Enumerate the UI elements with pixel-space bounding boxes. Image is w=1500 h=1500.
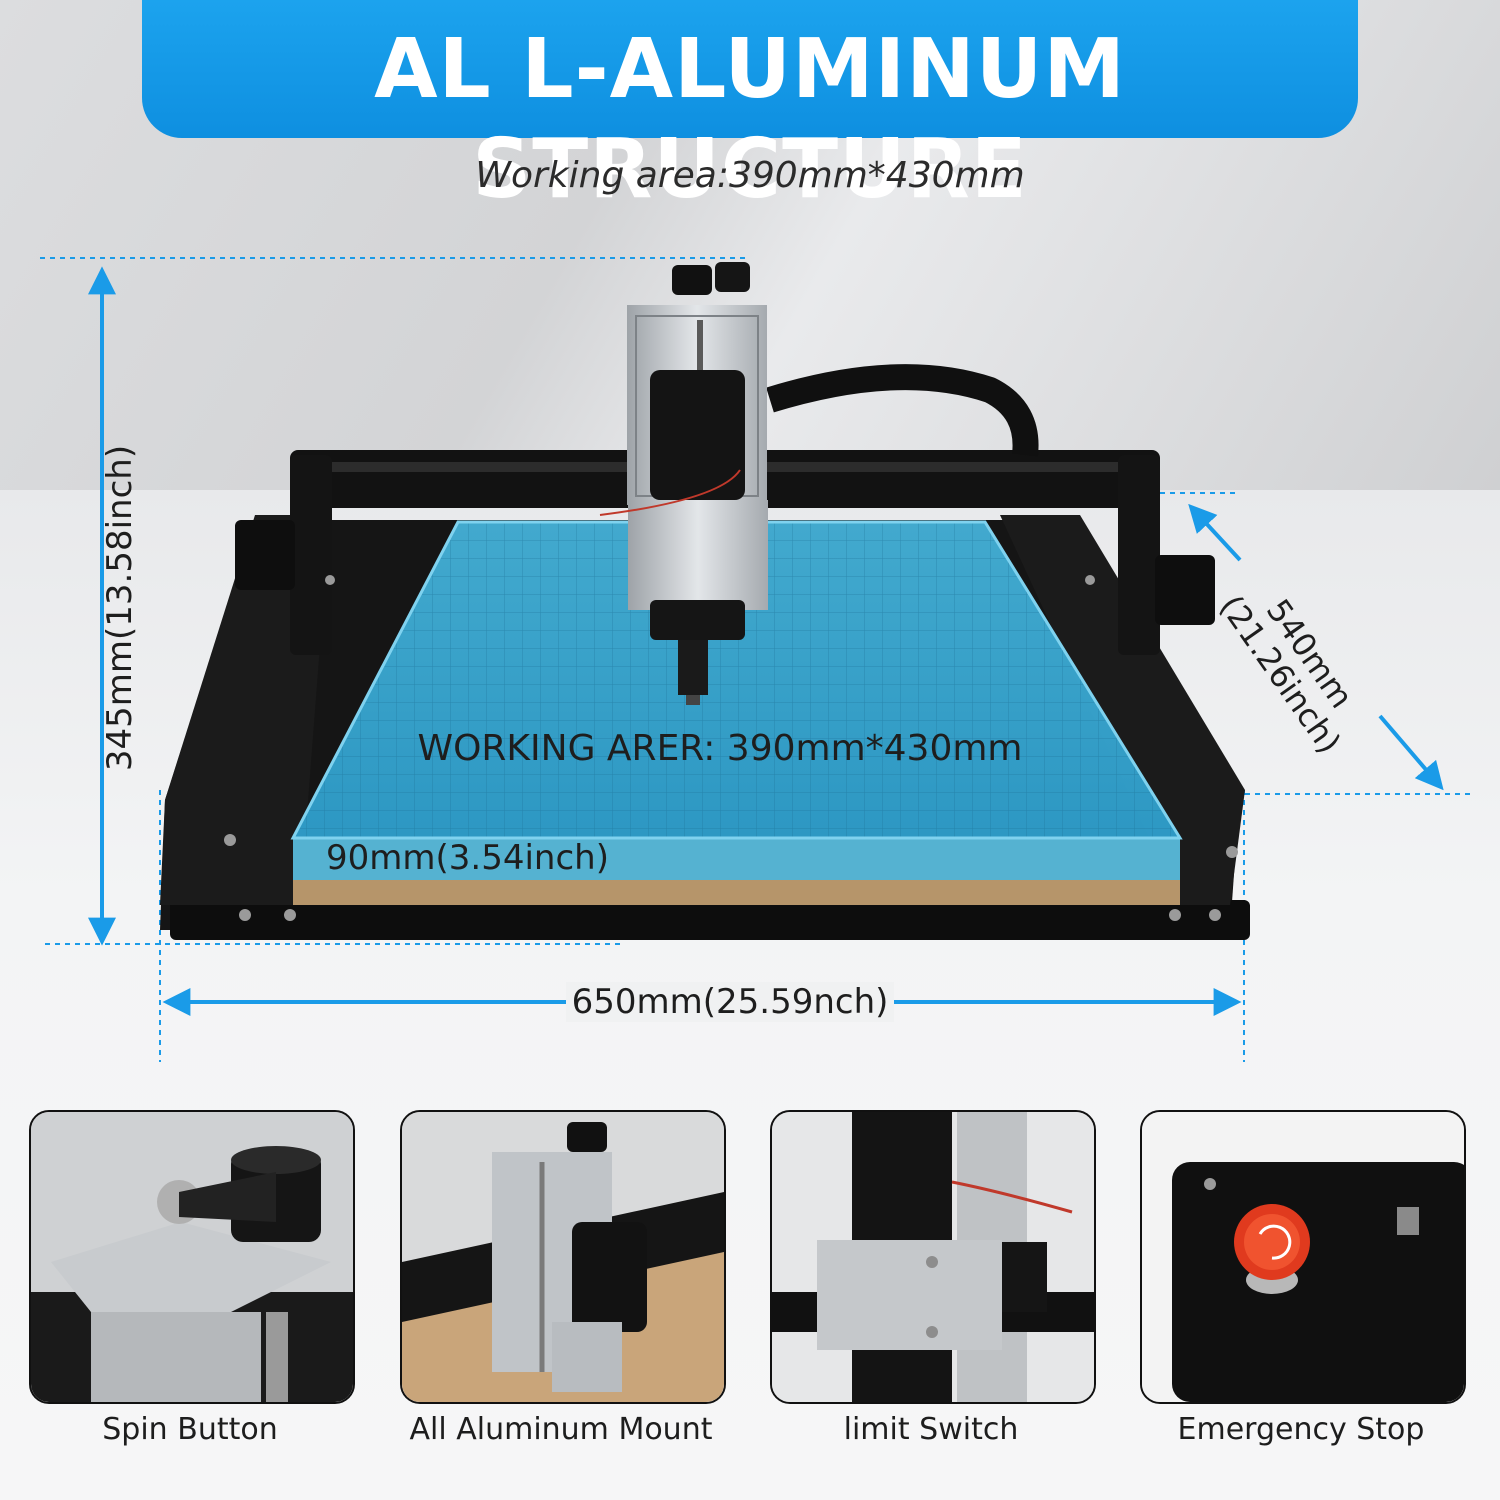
feature-label-emergency-stop: Emergency Stop (1177, 1412, 1425, 1447)
working-bed (290, 520, 1183, 905)
width-dimension-label: 650mm(25.59nch) (480, 982, 980, 1022)
spindle-assembly (599, 262, 768, 705)
emergency-stop-icon (1142, 1112, 1464, 1402)
limit-switch-icon (772, 1112, 1094, 1402)
feature-thumb-limit-switch (770, 1110, 1096, 1404)
feature-thumb-emergency-stop (1140, 1110, 1466, 1404)
feature-label-aluminum-mount: All Aluminum Mount (409, 1412, 713, 1447)
working-area-subtitle: Working area:390mm*430mm (475, 155, 1025, 196)
feature-label-limit-switch: limit Switch (843, 1412, 1019, 1447)
spin-knob-icon (31, 1112, 353, 1402)
z-travel-label: 90mm(3.54inch) (326, 838, 609, 878)
feature-thumb-spin-button (29, 1110, 355, 1404)
spindle-mount-icon (402, 1112, 724, 1402)
title-banner (142, 0, 1358, 138)
feature-thumb-aluminum-mount (400, 1110, 726, 1404)
feature-label-spin-button: Spin Button (102, 1412, 278, 1447)
cnc-machine-illustration (40, 257, 1475, 1062)
banner-title: AL L-ALUMINUM STRUCTURE (374, 22, 1126, 217)
width-dimension-text: 650mm(25.59nch) (565, 982, 895, 1022)
working-area-label: WORKING ARER: 390mm*430mm (417, 728, 1023, 769)
height-dimension-label: 345mm(13.58inch) (100, 444, 140, 772)
